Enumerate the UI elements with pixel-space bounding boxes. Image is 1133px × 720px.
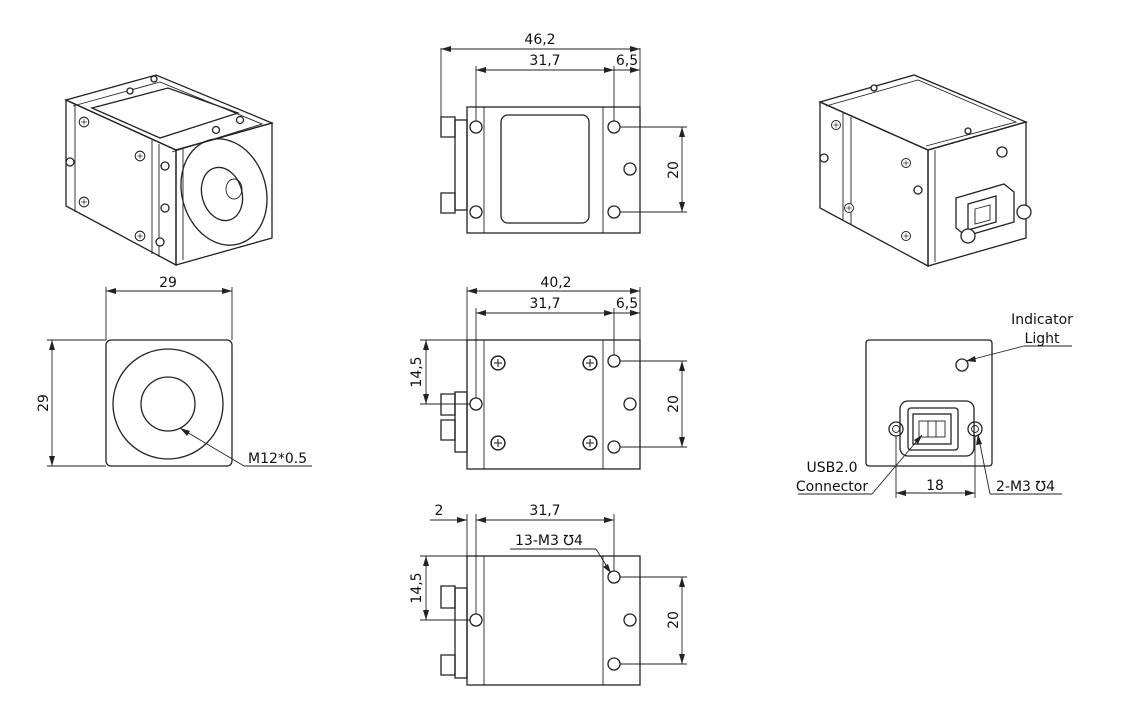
usb-connector-label-line2: Connector bbox=[796, 479, 868, 495]
dim-side-hole-offset: 14,5 bbox=[409, 356, 425, 387]
iso-view-front bbox=[64, 74, 274, 267]
top-view-dimensions: 46,2 31,7 6,5 20 bbox=[440, 32, 687, 213]
indicator-light-label-line2: Light bbox=[1025, 331, 1060, 347]
indicator-light-label-line1: Indicator bbox=[1011, 312, 1073, 328]
rear-view-annotations: Indicator Light USB2.0 Connector 18 2-M3… bbox=[796, 312, 1073, 498]
bottom-view-dimensions: 2 31,7 13-M3 ℧4 14,5 20 bbox=[409, 503, 687, 665]
dim-bottom-hole-offset: 14,5 bbox=[409, 572, 425, 603]
dim-side-body-width: 31,7 bbox=[529, 296, 560, 312]
dim-side-flange: 6,5 bbox=[616, 296, 638, 312]
front-view bbox=[105, 339, 233, 467]
usb-connector-label-line1: USB2.0 bbox=[806, 460, 857, 476]
dim-top-flange: 6,5 bbox=[616, 53, 638, 69]
iso-view-rear bbox=[818, 74, 1032, 268]
side-view-dimensions: 40,2 31,7 6,5 14,5 20 bbox=[409, 275, 687, 448]
rear-view bbox=[865, 339, 993, 467]
dim-top-body-width: 31,7 bbox=[529, 53, 560, 69]
top-view bbox=[440, 106, 641, 234]
dim-bottom-flange: 2 bbox=[435, 503, 444, 519]
dim-front-height: 29 bbox=[36, 394, 52, 412]
dim-side-overall-width: 40,2 bbox=[540, 275, 571, 291]
dim-rear-connector-pitch: 18 bbox=[926, 478, 944, 494]
side-view bbox=[440, 339, 641, 470]
lens-mount-callout: M12*0.5 bbox=[248, 451, 307, 467]
dim-front-width: 29 bbox=[159, 275, 177, 291]
dim-top-hole-pitch: 20 bbox=[666, 161, 682, 179]
bottom-thread-callout: 13-M3 ℧4 bbox=[515, 533, 583, 549]
dim-bottom-body-width: 31,7 bbox=[529, 503, 560, 519]
dim-bottom-hole-pitch: 20 bbox=[666, 611, 682, 629]
dim-top-overall-width: 46,2 bbox=[524, 32, 555, 48]
rear-thread-callout: 2-M3 ℧4 bbox=[996, 479, 1055, 495]
front-view-dimensions: 29 29 M12*0.5 bbox=[36, 275, 312, 467]
dim-side-hole-pitch: 20 bbox=[666, 395, 682, 413]
bottom-view bbox=[440, 555, 641, 686]
